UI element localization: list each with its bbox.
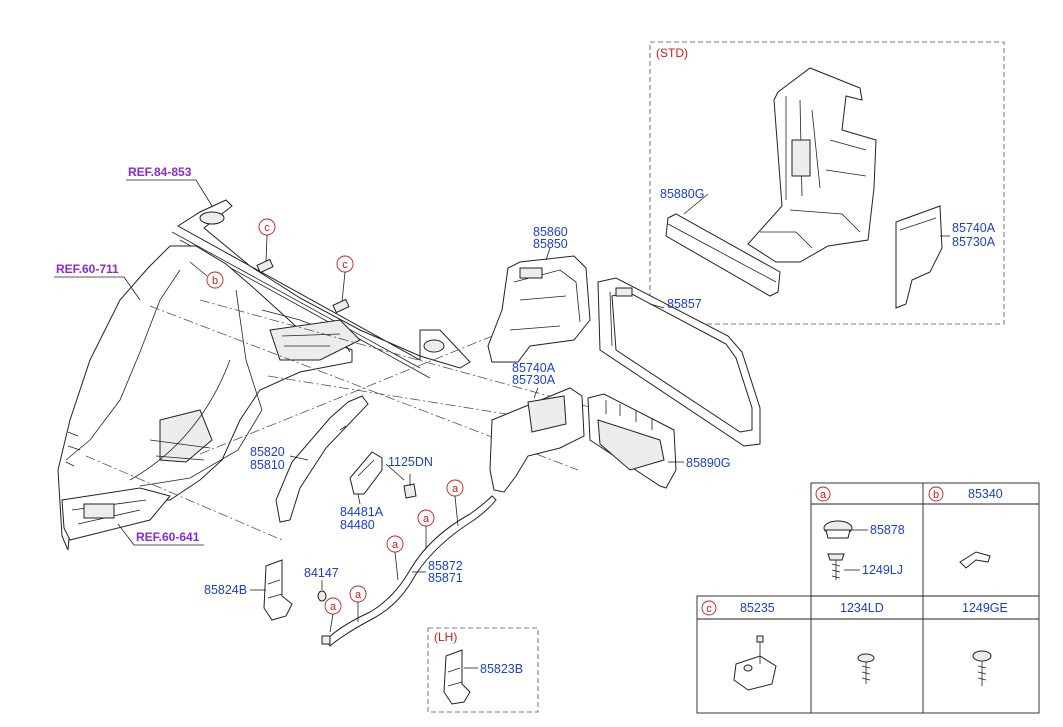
legend-1249GE: 1249GE (962, 601, 1008, 615)
guide-line-3 (199, 315, 543, 455)
callout-a-5: a (324, 597, 342, 615)
legend-1249LJ-screw (827, 553, 845, 580)
part-85890G-tray (587, 393, 677, 489)
part-85860-upper-trim (487, 255, 591, 363)
part-85823B-bracket (443, 649, 471, 705)
label-1125DN: 1125DN (388, 455, 433, 469)
legend-1249LJ: 1249LJ (862, 563, 903, 577)
label-85730A-top: 85730A (952, 235, 996, 249)
svg-text:c: c (706, 603, 712, 615)
svg-text:a: a (452, 483, 459, 495)
label-85730A: 85730A (512, 373, 556, 387)
callout-b-main-leader (189, 261, 208, 277)
std-group-box (649, 41, 1005, 325)
callout-c-2-leader (341, 271, 346, 303)
label-85820: 85820 (250, 445, 285, 459)
guide-line-2 (199, 299, 601, 411)
label-85890G: 85890G (686, 456, 730, 470)
callout-c-2: c (336, 255, 354, 273)
label-85872: 85872 (428, 559, 463, 573)
svg-text:a: a (355, 589, 362, 601)
label-84147: 84147 (304, 566, 339, 580)
ref-60-641: REF.60-641 (136, 530, 200, 544)
legend-85878: 85878 (870, 523, 905, 537)
svg-text:b: b (933, 489, 939, 501)
callout-c-1-leader (265, 234, 268, 263)
ref-60-641-leader (117, 523, 204, 546)
svg-text:c: c (342, 259, 348, 271)
clip-c-2 (332, 298, 350, 314)
label-85850: 85850 (533, 237, 568, 251)
label-85740A: 85740A (512, 361, 556, 375)
label-85857: 85857 (667, 297, 702, 311)
callout-b-main: b (206, 271, 224, 289)
lh-group-label: (LH) (434, 630, 457, 644)
ref-60-711-leader (54, 276, 141, 301)
part-85872-weatherstrip (321, 495, 497, 647)
legend-callout-a: a (815, 486, 831, 502)
legend-85235-stud-plate (733, 635, 777, 691)
part-85857-window-frame (597, 277, 761, 447)
callout-a-1: a (446, 479, 464, 497)
part-84481A-handle (349, 451, 383, 495)
svg-text:a: a (820, 489, 827, 501)
part-85820-pillar-trim (275, 395, 369, 523)
label-84481A: 84481A (340, 505, 384, 519)
legend-85340-hook (959, 551, 991, 569)
part-84147-clip (317, 590, 327, 602)
callout-a-2: a (417, 509, 435, 527)
part-85880G-sill (665, 213, 781, 297)
label-85871: 85871 (428, 571, 463, 585)
svg-text:c: c (264, 222, 270, 234)
legend-85878-cap (823, 520, 853, 539)
label-85740A-top: 85740A (952, 221, 996, 235)
legend-callout-b: b (928, 486, 944, 502)
svg-text:a: a (330, 601, 337, 613)
ref-60-711: REF.60-711 (56, 262, 119, 276)
legend-85235: 85235 (740, 601, 775, 615)
part-85824B-bracket (263, 559, 293, 621)
legend-table (696, 482, 1040, 714)
label-85810: 85810 (250, 458, 285, 472)
clip-c-1 (256, 258, 274, 274)
callout-c-1: c (258, 218, 276, 236)
lh-group-box (427, 627, 539, 713)
svg-text:a: a (392, 539, 399, 551)
svg-text:b: b (212, 275, 218, 287)
label-85824B: 85824B (204, 583, 247, 597)
guide-line-4 (267, 375, 545, 421)
svg-text:a: a (423, 513, 430, 525)
label-85880G: 85880G (660, 187, 704, 201)
part-1125DN-bolt (403, 474, 417, 499)
std-group-label: (STD) (656, 46, 688, 60)
part-85740A-top-panel (895, 205, 943, 309)
legend-1249GE-screw (972, 650, 992, 686)
legend-callout-c: c (701, 600, 717, 616)
legend-85340: 85340 (968, 487, 1003, 501)
part-85740A-lower-trim (489, 387, 585, 493)
callout-a-3: a (386, 535, 404, 553)
legend-1234LD-screw (857, 653, 875, 684)
callout-a-4: a (349, 585, 367, 603)
ref-84-853-leader (126, 179, 213, 207)
label-84480: 84480 (340, 518, 375, 532)
label-85860: 85860 (533, 225, 568, 239)
std-inner-panel (747, 67, 877, 263)
ref-84-853: REF.84-853 (128, 165, 192, 179)
legend-1234LD: 1234LD (840, 601, 884, 615)
label-85823B: 85823B (480, 662, 523, 676)
